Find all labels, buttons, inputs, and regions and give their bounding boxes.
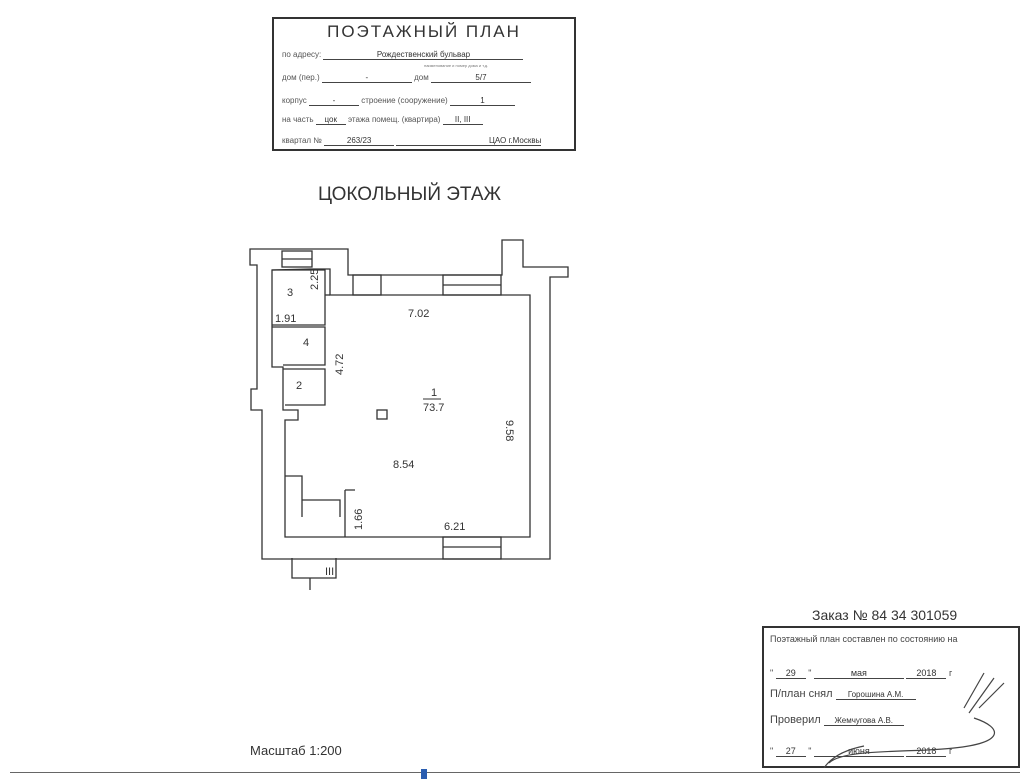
day2: 27	[775, 746, 806, 757]
lane-value: -	[321, 73, 412, 83]
window	[442, 536, 502, 560]
room-3-label: 3	[287, 287, 293, 299]
dim-6-21: 6.21	[444, 521, 465, 533]
month1: мая	[813, 668, 904, 679]
surveyed-by: Горошина А.М.	[835, 690, 916, 700]
part-value: цок	[315, 115, 346, 125]
floor-value: II, III	[442, 115, 483, 125]
dim-1-66: 1.66	[353, 509, 365, 530]
dim-7-02: 7.02	[408, 308, 429, 320]
cert-line1: Поэтажный план составлен по состоянию на	[770, 634, 958, 644]
checked-by: Жемчугова А.В.	[823, 716, 904, 726]
address-value: Рождественский бульвар	[323, 50, 524, 60]
building-value: 1	[449, 96, 515, 106]
outer-wall	[249, 239, 569, 560]
room-1-label: 1	[431, 387, 437, 399]
room-2-label: 2	[296, 380, 302, 392]
g2: г	[948, 746, 953, 756]
plan-stamp: ПОЭТАЖНЫЙ ПЛАН по адресу: Рождественский…	[272, 17, 576, 151]
room-3	[272, 269, 326, 326]
dim-4-72: 4.72	[334, 354, 346, 375]
floor-title: ЦОКОЛЬНЫЙ ЭТАЖ	[318, 184, 502, 205]
entrance-stair	[291, 558, 337, 590]
house-label: дом	[414, 73, 429, 82]
block-value: 263/23	[324, 136, 395, 146]
floor-label: этажа помещ. (квартира)	[348, 115, 441, 124]
district-value: ЦАО г.Москвы	[396, 136, 542, 146]
address-hint: наименование и номер дома и т.д.	[424, 63, 489, 68]
dim-9-58: 9.58	[503, 420, 515, 441]
address-label: по адресу:	[282, 50, 322, 59]
floor-plan: 3 4 2 1 73.7 2.25 1.91 4.72 7.02 9.58 8.…	[249, 239, 569, 590]
room-1-area: 73.7	[423, 402, 444, 414]
scale-label: Масштаб 1:200	[250, 743, 342, 758]
surveyed-label: П/план снял	[770, 688, 833, 700]
entrance-label: III	[325, 566, 334, 578]
signature	[823, 672, 1005, 768]
window	[352, 274, 382, 296]
page-divider	[10, 772, 1020, 773]
dim-1-91: 1.91	[275, 313, 296, 325]
room-4-label: 4	[303, 337, 309, 349]
corpus-value: -	[308, 96, 359, 106]
room-2	[283, 368, 326, 406]
house-value: 5/7	[430, 73, 531, 83]
stair	[285, 475, 355, 537]
year1: 2018	[906, 668, 947, 679]
certification-box: Поэтажный план составлен по состоянию на…	[762, 626, 1020, 768]
year2: 2018	[906, 746, 947, 757]
column	[376, 409, 388, 420]
block-label: квартал №	[282, 136, 322, 145]
order-number: Заказ № 84 34 301059	[812, 607, 958, 623]
lane-label: дом (пер.)	[282, 73, 320, 82]
g1: г	[948, 668, 953, 678]
part-label: на часть	[282, 115, 314, 124]
corpus-label: корпус	[282, 96, 307, 105]
stamp-title: ПОЭТАЖНЫЙ ПЛАН	[327, 22, 521, 41]
room-4	[272, 326, 326, 366]
dim-8-54: 8.54	[393, 459, 414, 471]
dim-2-25: 2.25	[309, 269, 321, 290]
building-label: строение (сооружение)	[361, 96, 448, 105]
day1: 29	[775, 668, 806, 679]
inner-wall	[271, 268, 531, 538]
scroll-marker[interactable]	[421, 769, 427, 779]
month2: июня	[813, 746, 904, 757]
checked-label: Проверил	[770, 714, 821, 726]
